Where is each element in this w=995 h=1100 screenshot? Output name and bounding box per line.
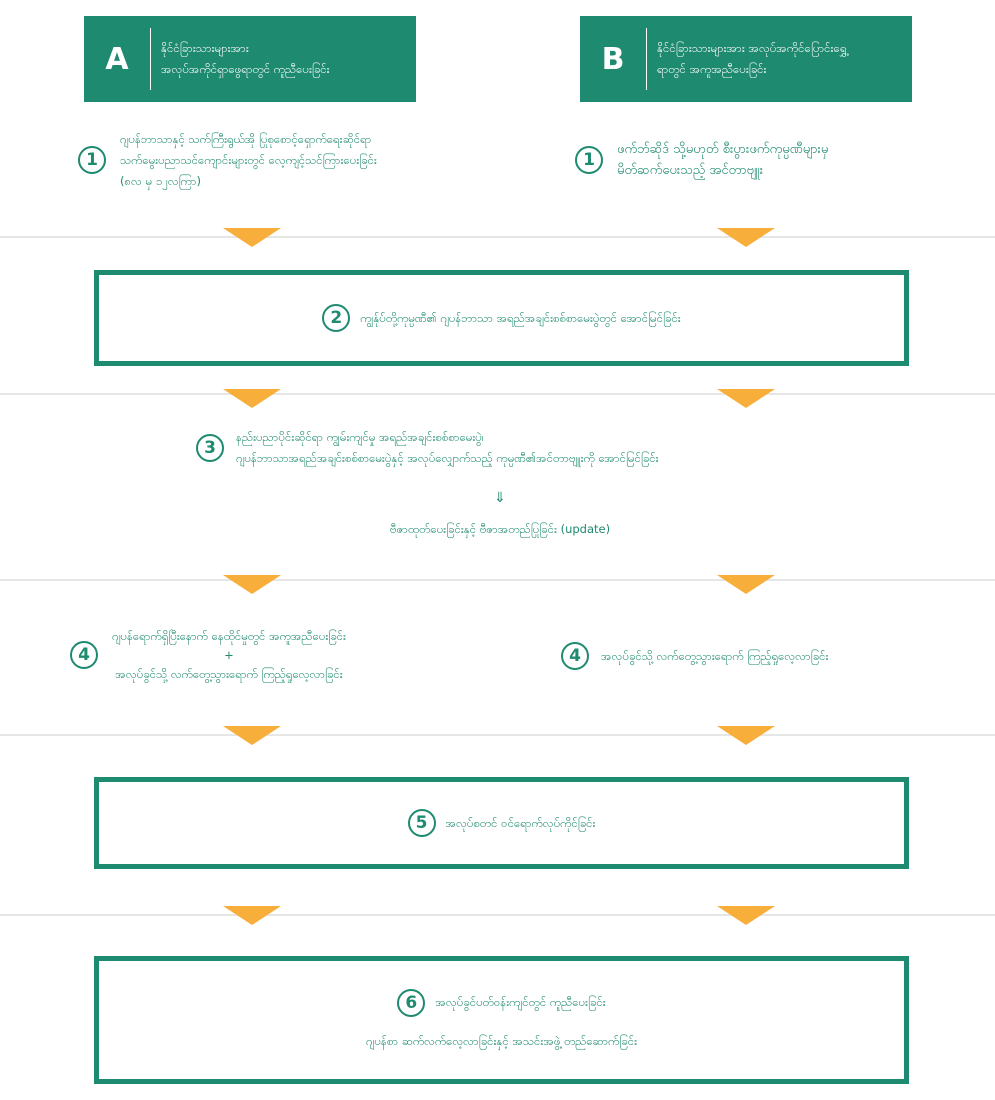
step4-a-plus: + (224, 647, 234, 662)
step4-a-line1: ဂျပန်ရောက်ရှိပြီးနောက် နေထိုင်မှုတွင် အက… (112, 628, 346, 643)
step1-a-line2: သက်မွေးပညာသင်ကျောင်းများတွင် လေ့ကျင့်သင်… (120, 152, 377, 167)
arrow-down-a-5 (223, 906, 281, 925)
step3-line3: ဗီဇာထုတ်ပေးခြင်းနှင့် ဗီဇာအတည်ပြုခြင်း (… (389, 522, 611, 536)
step1-b-text: ဖက်ဘ်ဆိုဒ် သို့မဟုတ် စီးပွားဖက်ကုမ္ပဏီမျ… (617, 139, 828, 181)
divider-4 (0, 734, 995, 736)
step1-a-number: 1 (78, 146, 106, 174)
header-b-text: နိုင်ငံခြားသားများအား အလုပ်အကိုင်ပြောင်း… (647, 38, 847, 80)
step4-a-number: 4 (70, 641, 98, 669)
step4-a-text: ဂျပန်ရောက်ရှိပြီးနောက် နေထိုင်မှုတွင် အက… (112, 627, 346, 684)
arrow-down-a-3 (223, 575, 281, 594)
divider-1 (0, 236, 995, 238)
step3-text: နည်းပညာပိုင်းဆိုင်ရာ ကျွမ်းကျင်မှု အရည်အ… (236, 427, 659, 469)
divider-2 (0, 393, 995, 395)
step3-line1: နည်းပညာပိုင်းဆိုင်ရာ ကျွမ်းကျင်မှု အရည်အ… (236, 430, 484, 444)
step4-a: 4 ဂျပန်ရောက်ရှိပြီးနောက် နေထိုင်မှုတွင် … (70, 620, 490, 690)
header-b-divider (646, 28, 647, 90)
step2-content: 2 ကျွန်ုပ်တို့ကုမ္ပဏီ၏ ဂျပန်ဘာသာ အရည်အချ… (322, 304, 681, 332)
step1-a-line3: (၈လ မှ ၁၂လကြာ) (120, 173, 202, 188)
step6-line2: ဂျပန်စာ ဆက်လက်လေ့လာခြင်းနှင့် အသင်းအဖွဲ့… (365, 1033, 638, 1048)
step4-a-line2: အလုပ်ခွင်သို့ လက်တွေ့သွားရောက် ကြည့်ရှုလ… (115, 666, 343, 681)
step3: 3 နည်းပညာပိုင်းဆိုင်ရာ ကျွမ်းကျင်မှု အရည… (196, 427, 836, 547)
step6-number: 6 (397, 988, 426, 1017)
header-a-line2: အလုပ်အကိုင်ရှာဖွေရာတွင် ကူညီပေးခြင်း (161, 62, 330, 76)
step4-b: 4 အလုပ်ခွင်သို့ လက်တွေ့သွားရောက် ကြည့်ရှ… (561, 640, 981, 672)
divider-5 (0, 914, 995, 916)
step4-b-text: အလုပ်ခွင်သို့ လက်တွေ့သွားရောက် ကြည့်ရှုလ… (601, 648, 829, 663)
divider-3 (0, 579, 995, 581)
arrow-down-b-2 (717, 389, 775, 408)
step3-top: 3 နည်းပညာပိုင်းဆိုင်ရာ ကျွမ်းကျင်မှု အရည… (196, 427, 836, 469)
arrow-down-a-4 (223, 726, 281, 745)
step2-box: 2 ကျွန်ုပ်တို့ကုမ္ပဏီ၏ ဂျပန်ဘာသာ အရည်အချ… (94, 270, 909, 366)
step1-b-line2: မိတ်ဆက်ပေးသည့် အင်တာဗျူး (617, 163, 764, 178)
step1-a-line1: ဂျပန်ဘာသာနှင့် သက်ကြီးရွယ်အို ပြုစုစောင့… (120, 131, 372, 146)
step1-b-number: 1 (575, 146, 603, 174)
header-a-line1: နိုင်ငံခြားသားများအား (161, 41, 249, 55)
step5-content: 5 အလုပ်စတင် ဝင်ရောက်လုပ်ကိုင်ခြင်း (407, 809, 596, 837)
arrow-down-b-3 (717, 575, 775, 594)
arrow-down-b-5 (717, 906, 775, 925)
header-b: B နိုင်ငံခြားသားများအား အလုပ်အကိုင်ပြောင… (580, 16, 912, 102)
step6-line1: အလုပ်ခွင်ပတ်ဝန်းကျင်တွင် ကူညီပေးခြင်း (435, 995, 606, 1009)
step2-number: 2 (322, 304, 351, 332)
step4-b-number: 4 (561, 642, 589, 670)
arrow-down-a-2 (223, 389, 281, 408)
step5-text: အလုပ်စတင် ဝင်ရောက်လုပ်ကိုင်ခြင်း (445, 815, 596, 830)
header-a-text: နိုင်ငံခြားသားများအား အလုပ်အကိုင်ရှာဖွေရ… (151, 38, 330, 80)
header-a: A နိုင်ငံခြားသားများအား အလုပ်အကိုင်ရှာဖွ… (84, 16, 416, 102)
step6-top: 6 အလုပ်ခွင်ပတ်ဝန်းကျင်တွင် ကူညီပေးခြင်း (397, 988, 606, 1017)
step3-number: 3 (196, 434, 224, 462)
step3-line2: ဂျပန်ဘာသာအရည်အချင်းစစ်စာမေးပွဲနှင့် အလုပ… (236, 451, 659, 465)
step5-box: 5 အလုပ်စတင် ဝင်ရောက်လုပ်ကိုင်ခြင်း (94, 777, 909, 869)
header-b-line2: ရာတွင် အကူအညီပေးခြင်း (657, 62, 767, 76)
arrow-down-a-1 (223, 228, 281, 247)
step1-a-text: ဂျပန်ဘာသာနှင့် သက်ကြီးရွယ်အို ပြုစုစောင့… (120, 129, 377, 192)
step3-arrow: ⇓ (494, 490, 506, 506)
header-b-letter: B (601, 41, 625, 77)
step6-box: 6 အလုပ်ခွင်ပတ်ဝန်းကျင်တွင် ကူညီပေးခြင်း … (94, 956, 909, 1084)
arrow-down-b-4 (717, 726, 775, 745)
arrow-down-b-1 (717, 228, 775, 247)
step1-b: 1 ဖက်ဘ်ဆိုဒ် သို့မဟုတ် စီးပွားဖက်ကုမ္ပဏီ… (575, 136, 975, 184)
step1-a: 1 ဂျပန်ဘာသာနှင့် သက်ကြီးရွယ်အို ပြုစုစော… (78, 118, 478, 202)
step5-number: 5 (407, 809, 436, 837)
header-a-divider (150, 28, 151, 90)
header-b-line1: နိုင်ငံခြားသားများအား အလုပ်အကိုင်ပြောင်း… (657, 41, 847, 55)
step1-b-line1: ဖက်ဘ်ဆိုဒ် သို့မဟုတ် စီးပွားဖက်ကုမ္ပဏီမျ… (617, 142, 829, 157)
header-a-letter: A (105, 41, 129, 77)
step2-text: ကျွန်ုပ်တို့ကုမ္ပဏီ၏ ဂျပန်ဘာသာ အရည်အချင်… (360, 310, 681, 325)
